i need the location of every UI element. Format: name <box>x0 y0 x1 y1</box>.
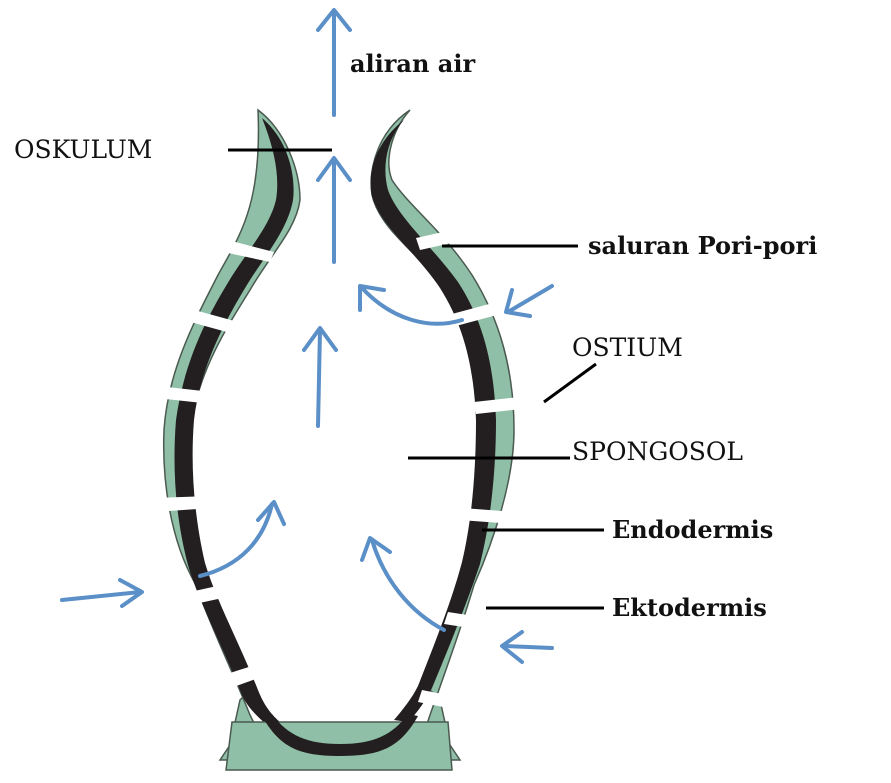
pore-right-6 <box>418 690 472 712</box>
left-wall-endoderm <box>175 118 294 724</box>
sponge-body <box>154 110 530 770</box>
arrow-enter-right-upper <box>506 286 552 316</box>
arrow-center-lower <box>304 328 336 426</box>
arrow-inflow-lower-right <box>362 538 444 630</box>
arrow-enter-left <box>62 580 142 606</box>
arrow-center-upper <box>318 158 350 262</box>
label-ostium: OSTIUM <box>572 333 683 362</box>
label-endodermis: Endodermis <box>612 515 773 544</box>
labels: aliran air OSKULUM saluran Pori-pori OST… <box>14 49 817 622</box>
arrow-exit-top <box>318 10 350 115</box>
label-saluran-pori: saluran Pori-pori <box>588 231 817 260</box>
arrow-enter-right-lower <box>502 632 552 662</box>
pore-right-4 <box>460 508 516 524</box>
right-wall-endoderm <box>370 120 496 722</box>
label-ektodermis: Ektodermis <box>612 593 767 622</box>
label-spongosol: SPONGOSOL <box>572 437 743 466</box>
pore-left-4 <box>154 496 212 512</box>
label-oskulum: OSKULUM <box>14 135 152 164</box>
leader-ostium <box>544 364 596 402</box>
label-aliran-air: aliran air <box>350 49 475 78</box>
arrow-inflow-lower-left <box>200 502 284 576</box>
